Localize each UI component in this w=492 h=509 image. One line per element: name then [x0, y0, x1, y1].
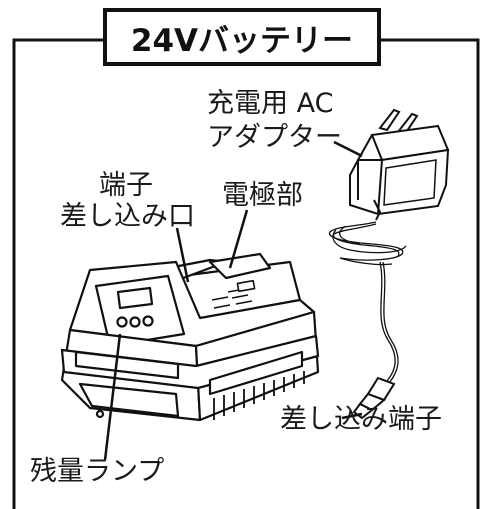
coiled-cable — [328, 221, 407, 384]
battery-pack-illustration — [60, 252, 320, 422]
label-terminal-port-line1: 端子 — [99, 170, 153, 201]
label-terminal-port-line2: 差し込み口 — [60, 201, 195, 232]
dc-plug — [352, 376, 396, 420]
label-battery-lamp: 残量ランプ — [30, 456, 165, 487]
label-ac-adapter-line1: 充電用 AC — [207, 88, 334, 119]
label-electrode: 電極部 — [222, 180, 303, 211]
label-ac-adapter-line2: アダプター — [207, 122, 342, 153]
title-box: 24Vバッテリー — [103, 8, 381, 66]
leader-lines — [103, 140, 363, 461]
title: 24Vバッテリー — [130, 22, 354, 59]
outer-frame — [12, 38, 480, 509]
ac-adapter-illustration — [349, 108, 450, 221]
label-plug-terminal: 差し込み端子 — [280, 404, 442, 435]
